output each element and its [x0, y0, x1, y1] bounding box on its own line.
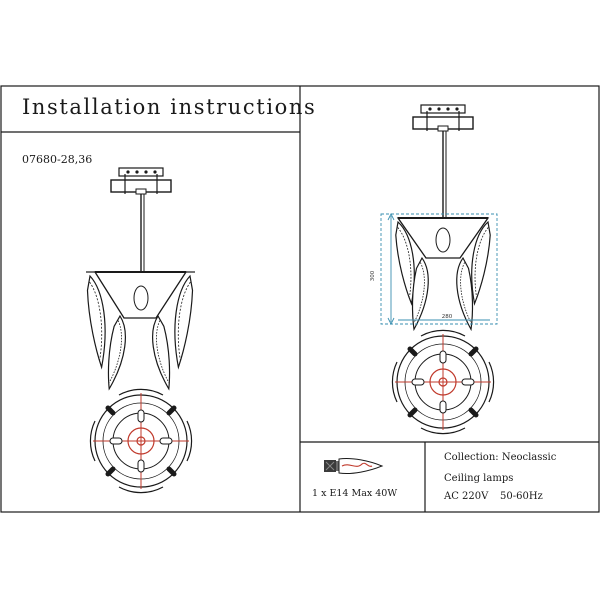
lamp-top-view-right — [391, 329, 495, 435]
width-dimension-label: 280 — [442, 314, 453, 320]
frequency-label: 50-60Hz — [500, 491, 543, 502]
page-title: Installation instructions — [22, 95, 317, 119]
voltage-label: AC 220V — [444, 491, 489, 502]
lamp-top-view-left — [89, 388, 193, 494]
model-number: 07680-28,36 — [22, 153, 93, 166]
category-label: Ceiling lamps — [444, 473, 514, 484]
candle-bulb-icon — [324, 458, 384, 474]
collection-label: Collection: Neoclassic — [444, 452, 557, 463]
lamp-side-view-right — [392, 104, 494, 332]
dimension-lines — [380, 212, 498, 326]
lamp-side-view-left — [84, 167, 196, 391]
height-dimension-label: 300 — [370, 270, 376, 281]
bulb-spec-label: 1 x E14 Max 40W — [312, 488, 398, 499]
sheet-frame — [0, 85, 600, 513]
